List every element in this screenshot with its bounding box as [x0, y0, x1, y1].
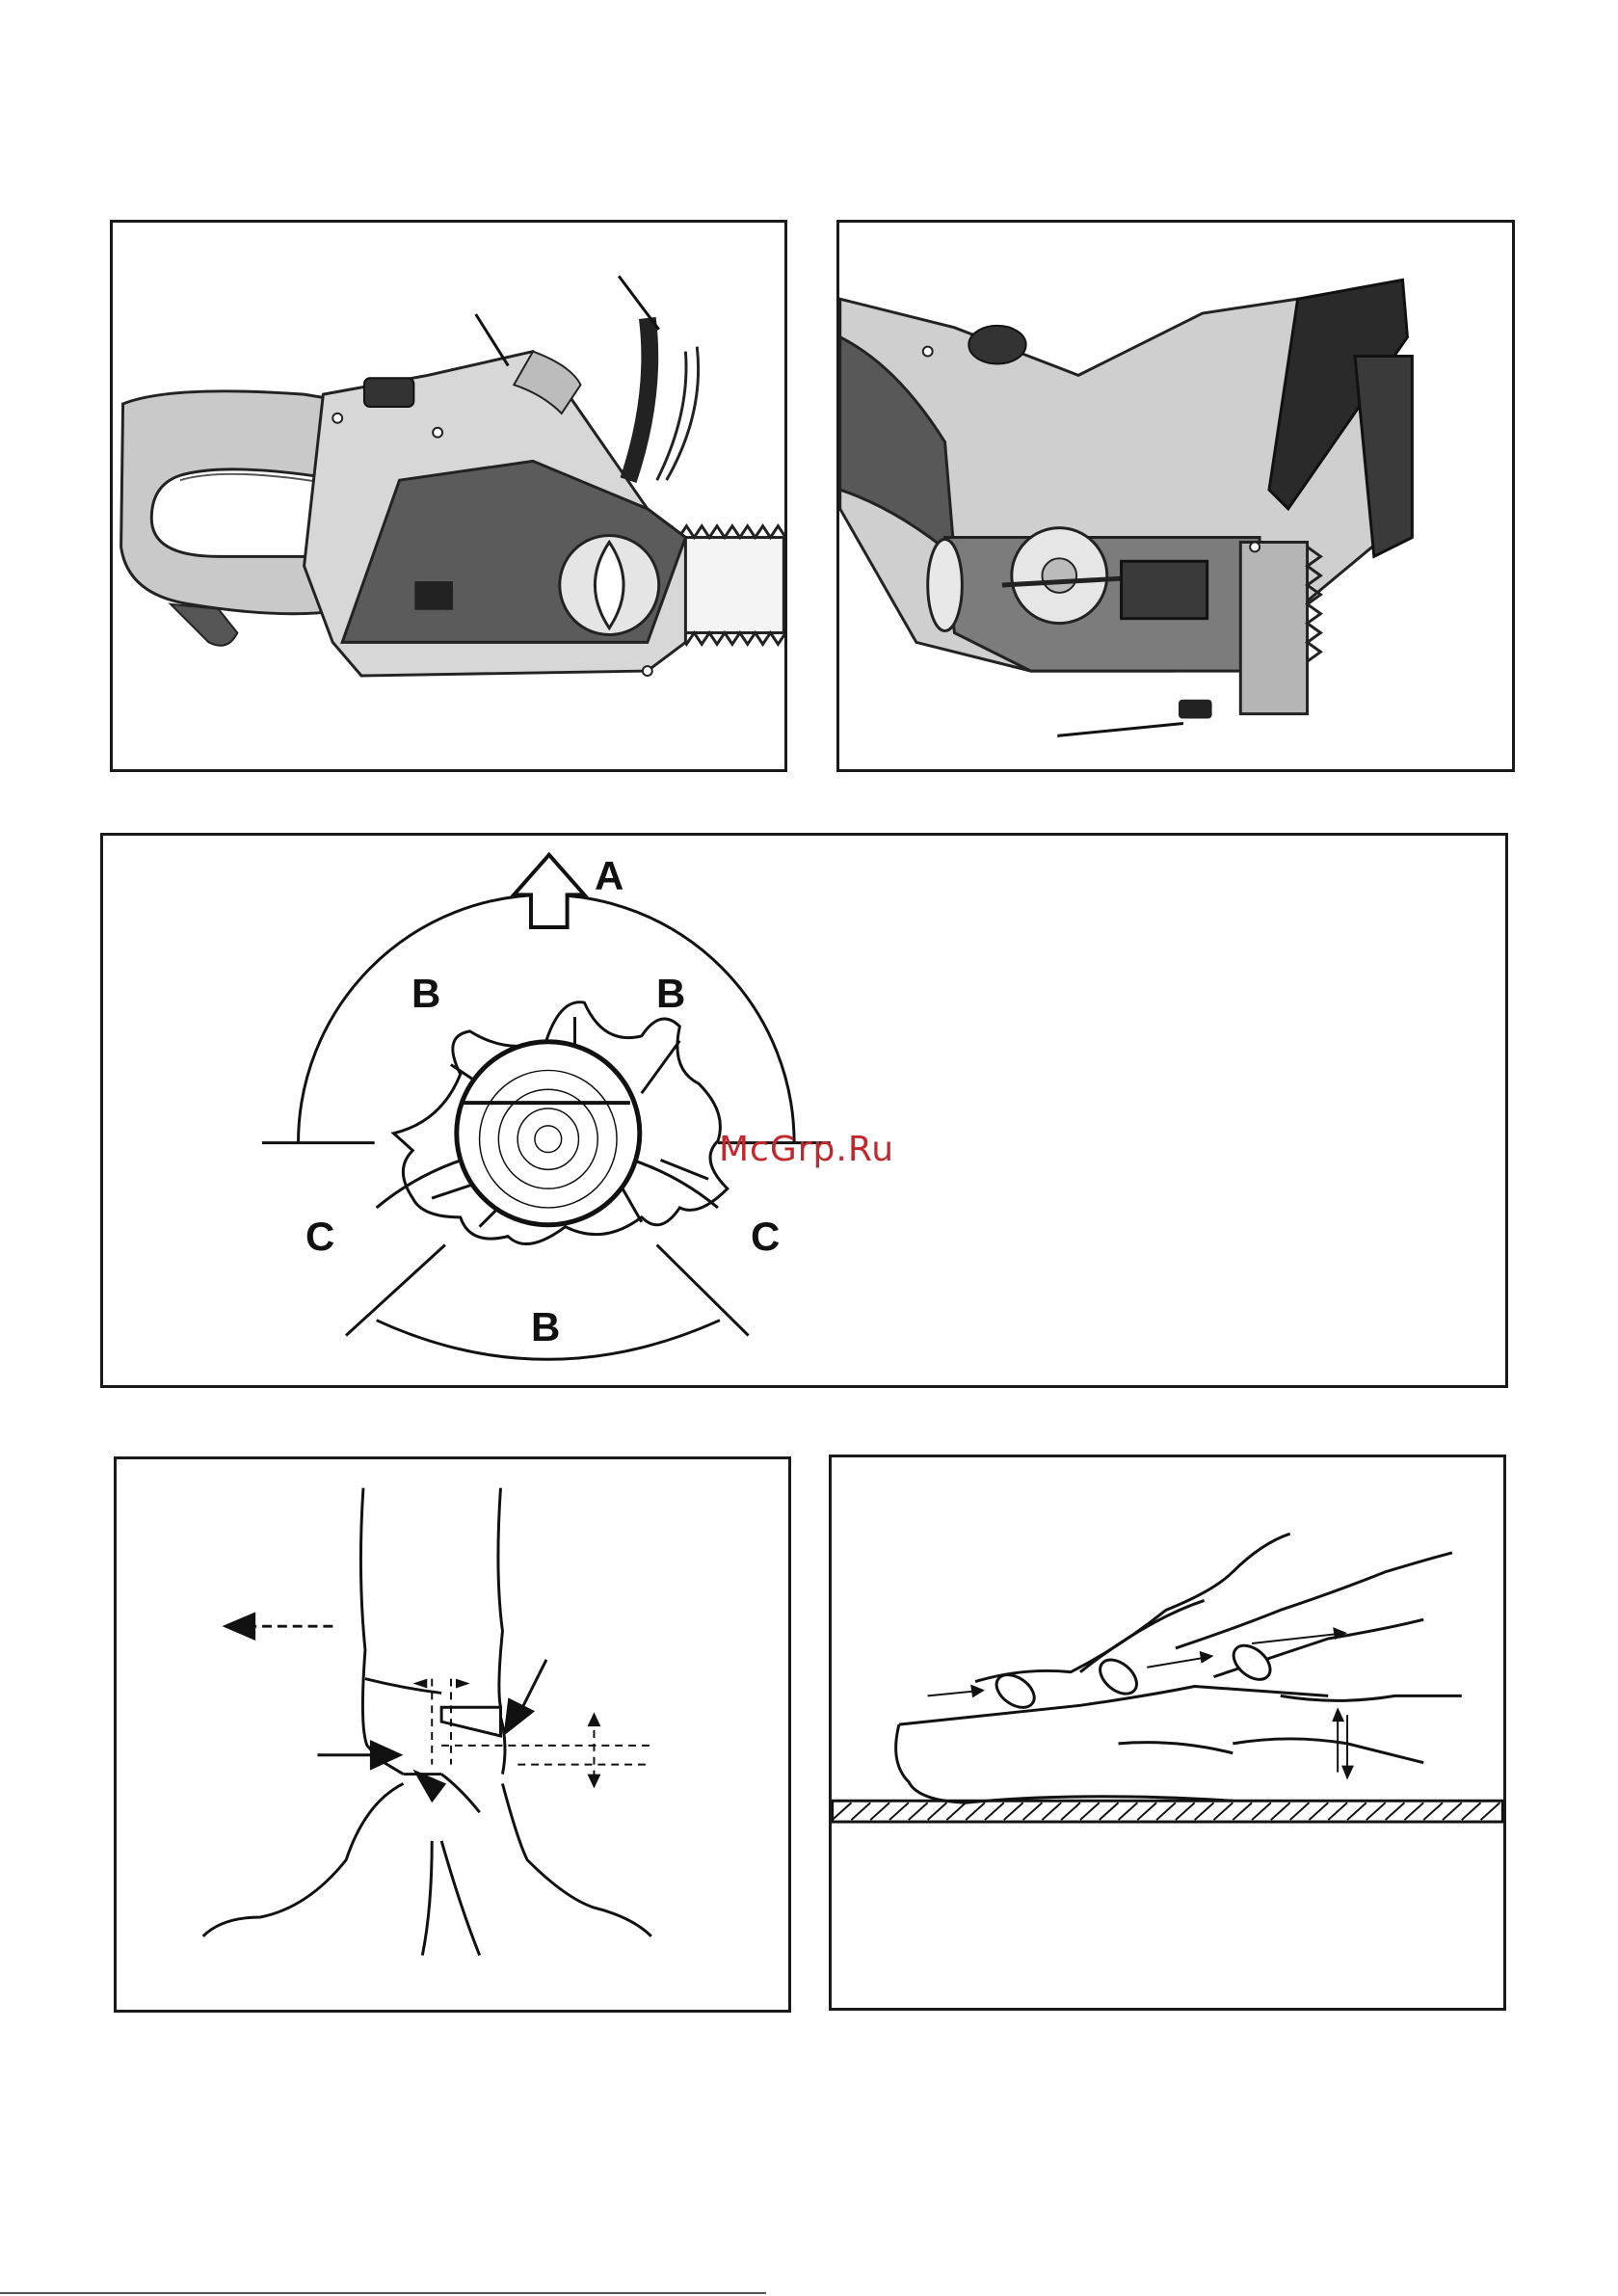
figure-limbing — [829, 1455, 1506, 2011]
chainsaw-open-illustration — [839, 223, 1512, 769]
felling-zones-illustration — [103, 836, 1505, 1385]
chainsaw-side-illustration — [113, 223, 784, 769]
label-a: A — [595, 853, 623, 899]
figure-notch-cut — [114, 1456, 791, 2013]
footer-divider — [0, 2292, 766, 2294]
figure-chainsaw-open — [836, 220, 1515, 772]
notch-cut-illustration — [117, 1459, 788, 2010]
label-c-left: C — [305, 1214, 334, 1260]
label-b-left: B — [411, 971, 440, 1017]
label-b-right: B — [656, 971, 685, 1017]
label-b-bottom: B — [531, 1304, 560, 1350]
figure-chainsaw-side — [110, 220, 787, 772]
limbing-illustration — [832, 1457, 1503, 2008]
figure-felling-zones: A B B C C B — [100, 833, 1508, 1388]
watermark-text: McGrp.Ru — [719, 1130, 894, 1169]
label-c-right: C — [751, 1214, 780, 1260]
